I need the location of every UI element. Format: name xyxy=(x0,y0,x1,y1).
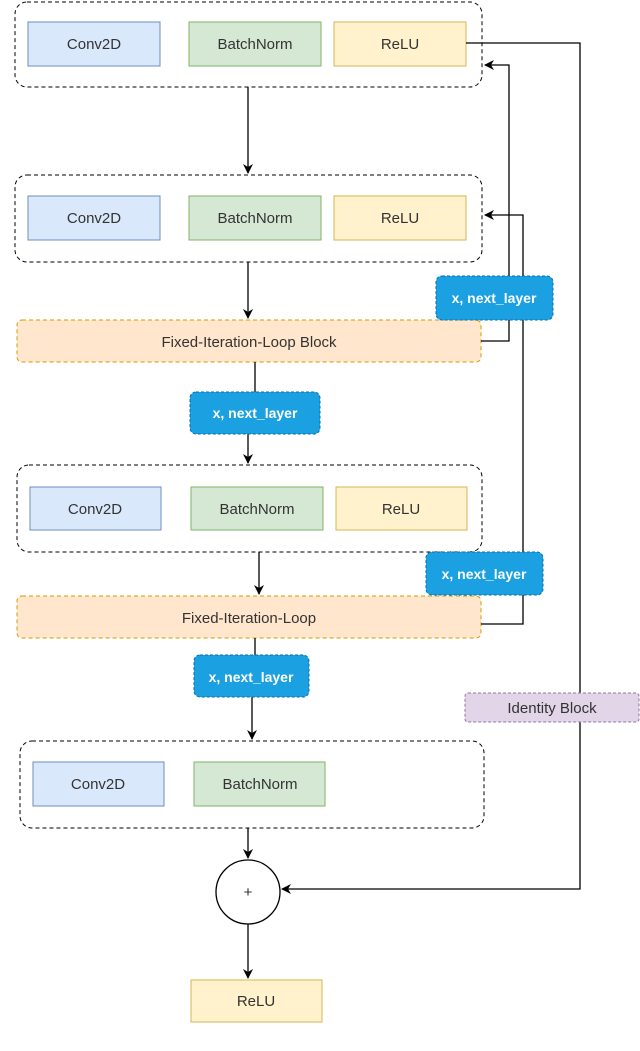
block-3-batchnorm: BatchNorm xyxy=(190,486,324,531)
block-1 xyxy=(14,1,483,88)
block-4-batchnorm: BatchNorm xyxy=(193,761,326,807)
svg-text:ReLU: ReLU xyxy=(381,36,419,53)
add-node: + xyxy=(215,859,281,925)
svg-text:Conv2D: Conv2D xyxy=(67,36,121,53)
svg-text:x, next_layer: x, next_layer xyxy=(442,566,527,582)
identity-block-label: Identity Block xyxy=(464,692,640,723)
block-3-relu: ReLU xyxy=(335,486,468,531)
svg-text:Fixed-Iteration-Loop: Fixed-Iteration-Loop xyxy=(182,610,316,627)
block-3-conv2d: Conv2D xyxy=(29,486,162,531)
block-2-batchnorm: BatchNorm xyxy=(188,195,322,241)
final-relu: ReLU xyxy=(190,979,323,1023)
svg-text:x, next_layer: x, next_layer xyxy=(452,290,537,306)
svg-text:x, next_layer: x, next_layer xyxy=(209,669,294,685)
block-3 xyxy=(16,464,483,553)
loop1-feedback xyxy=(481,60,510,342)
svg-text:Conv2D: Conv2D xyxy=(71,776,125,793)
block-2-relu: ReLU xyxy=(333,195,467,241)
loop2-feedback xyxy=(481,210,524,625)
block-4 xyxy=(19,740,485,829)
svg-text:ReLU: ReLU xyxy=(382,501,420,518)
svg-text:ReLU: ReLU xyxy=(237,993,275,1010)
svg-text:ReLU: ReLU xyxy=(381,210,419,227)
loop-block-1: Fixed-Iteration-Loop Block xyxy=(16,319,482,363)
svg-text:BatchNorm: BatchNorm xyxy=(217,210,292,227)
svg-text:+: + xyxy=(244,884,253,901)
loop-block-2: Fixed-Iteration-Loop xyxy=(16,595,482,639)
svg-text:x, next_layer: x, next_layer xyxy=(213,405,298,421)
block-4-conv2d: Conv2D xyxy=(32,761,165,807)
block-1-relu: ReLU xyxy=(333,21,467,67)
edge-label-1: x, next_layer xyxy=(435,275,554,321)
edge-label-3: x, next_layer xyxy=(425,551,544,596)
block-1-batchnorm: BatchNorm xyxy=(188,21,322,67)
edge-label-4: x, next_layer xyxy=(193,654,310,698)
svg-text:Identity Block: Identity Block xyxy=(507,700,597,717)
identity-skip xyxy=(281,42,581,894)
svg-text:BatchNorm: BatchNorm xyxy=(217,36,292,53)
edge-label-2: x, next_layer xyxy=(189,391,321,435)
svg-text:Conv2D: Conv2D xyxy=(68,501,122,518)
svg-text:BatchNorm: BatchNorm xyxy=(222,776,297,793)
block-1-conv2d: Conv2D xyxy=(27,21,161,67)
svg-text:Conv2D: Conv2D xyxy=(67,210,121,227)
svg-text:Fixed-Iteration-Loop Block: Fixed-Iteration-Loop Block xyxy=(161,334,337,351)
block-2-conv2d: Conv2D xyxy=(27,195,161,241)
svg-text:BatchNorm: BatchNorm xyxy=(219,501,294,518)
